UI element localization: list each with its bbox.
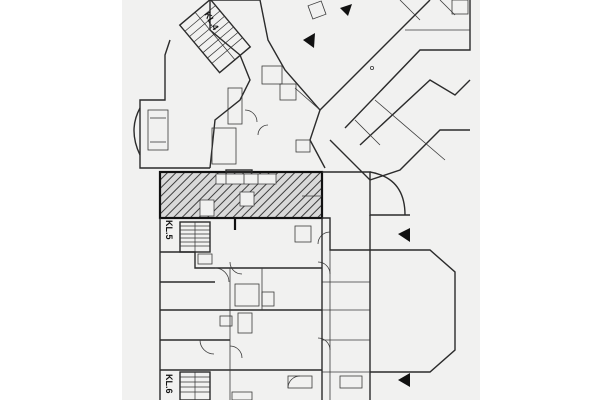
triangle-marker-icon: [398, 373, 410, 387]
triangle-marker-icon: [303, 33, 315, 48]
stair-label-kl5: KL.5: [164, 220, 174, 240]
triangle-marker-icon: [340, 4, 352, 16]
triangle-marker-icon: [398, 228, 410, 242]
right-middle-column: [294, 171, 456, 400]
upper-right-wing: [307, 0, 471, 181]
highlighted-unit: [158, 170, 324, 230]
staircase-kl6: KL.6: [164, 371, 211, 400]
stair-label-kl6: KL.6: [164, 374, 174, 394]
staircase-kl4: KL.4: [178, 0, 252, 74]
staircase-upper-small: [225, 169, 253, 173]
staircase-kl5: KL.5: [164, 220, 211, 253]
lower-units: [159, 218, 323, 400]
